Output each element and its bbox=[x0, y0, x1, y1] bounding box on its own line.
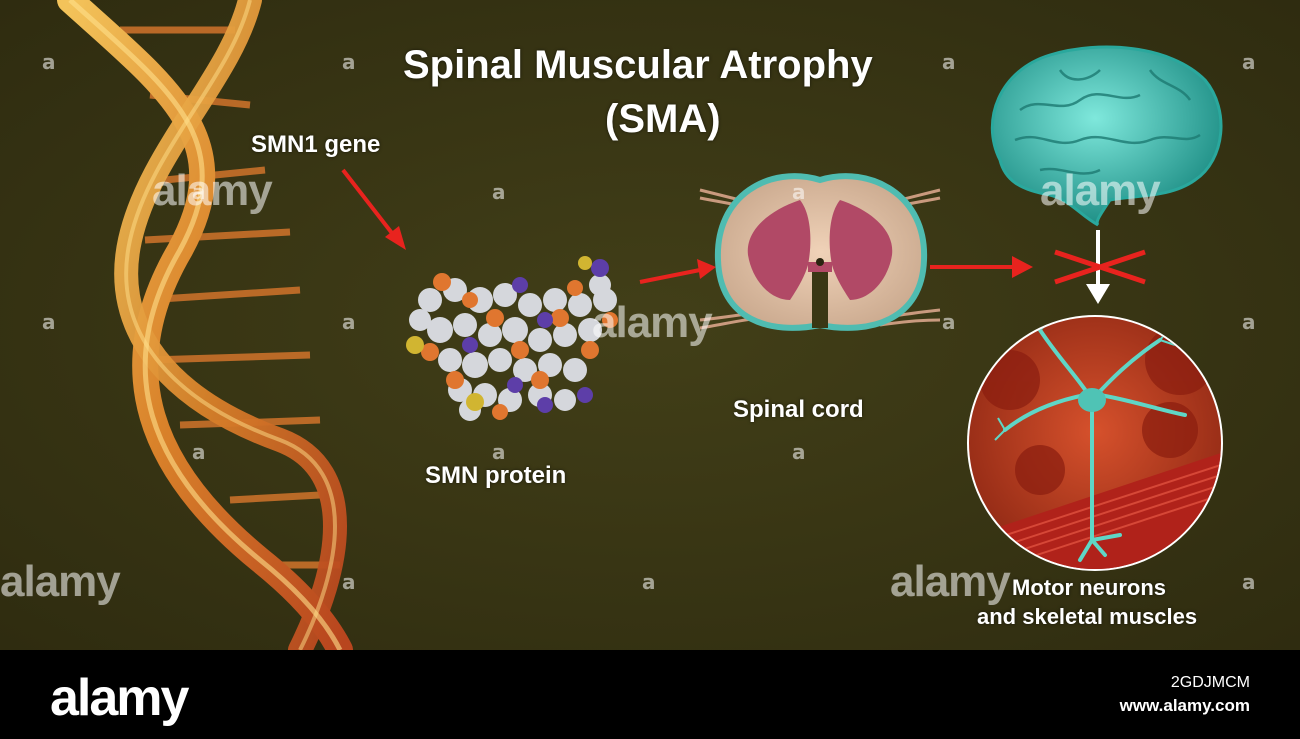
watermark-glyph: a bbox=[342, 570, 356, 594]
watermark-glyph: a bbox=[42, 50, 56, 74]
diagram-title-abbreviation: (SMA) bbox=[605, 97, 721, 141]
gene-label: SMN1 gene bbox=[251, 131, 381, 158]
watermark-glyph: a bbox=[42, 310, 56, 334]
watermark-word: alamy bbox=[0, 557, 121, 606]
watermark-glyph: a bbox=[792, 440, 806, 464]
watermark-glyph: a bbox=[192, 180, 206, 204]
watermark-word: alamy bbox=[890, 557, 1011, 606]
spinal-cord-label: Spinal cord bbox=[733, 396, 864, 423]
diagram-title: Spinal Muscular Atrophy bbox=[403, 43, 873, 87]
illustration-layer bbox=[0, 0, 1300, 650]
watermark-glyph: a bbox=[192, 440, 206, 464]
watermark-word: alamy bbox=[1040, 166, 1161, 215]
skeletal-muscles-label: and skeletal muscles bbox=[977, 604, 1198, 629]
watermark-glyph: a bbox=[492, 180, 506, 204]
diagram-canvas: a a a a a a a a a a a a a a a a a alamy … bbox=[0, 0, 1300, 650]
watermark-glyph: a bbox=[1242, 310, 1256, 334]
motor-neuron-icon bbox=[967, 315, 1223, 571]
footer-bar: alamy 2GDJMCM www.alamy.com bbox=[0, 650, 1300, 739]
arrow-icon bbox=[1086, 230, 1110, 304]
watermark-word: alamy bbox=[152, 166, 273, 215]
protein-label: SMN protein bbox=[425, 462, 567, 489]
arrow-icon bbox=[341, 168, 406, 250]
watermark-glyph: a bbox=[642, 570, 656, 594]
watermark-glyph: a bbox=[1242, 570, 1256, 594]
dna-helix-icon bbox=[57, 0, 353, 650]
arrow-icon bbox=[930, 256, 1033, 278]
footer-logo: alamy bbox=[50, 669, 189, 727]
watermark-glyph: a bbox=[342, 50, 356, 74]
watermark-glyph: a bbox=[942, 310, 956, 334]
watermark-glyph: a bbox=[1242, 50, 1256, 74]
footer-url[interactable]: www.alamy.com bbox=[1119, 696, 1250, 715]
image-id: 2GDJMCM bbox=[1170, 674, 1250, 691]
watermark-glyph: a bbox=[492, 440, 506, 464]
watermark-word: alamy bbox=[592, 298, 713, 347]
protein-molecule-icon bbox=[406, 256, 618, 421]
watermark-glyph: a bbox=[342, 310, 356, 334]
block-cross-icon bbox=[1054, 249, 1146, 285]
watermark-glyph: a bbox=[942, 50, 956, 74]
watermark-glyph: a bbox=[792, 180, 806, 204]
brain-icon bbox=[990, 45, 1223, 227]
arrow-icon bbox=[639, 259, 716, 284]
spinal-cord-icon bbox=[699, 173, 941, 331]
motor-neurons-label: Motor neurons bbox=[1012, 575, 1166, 600]
